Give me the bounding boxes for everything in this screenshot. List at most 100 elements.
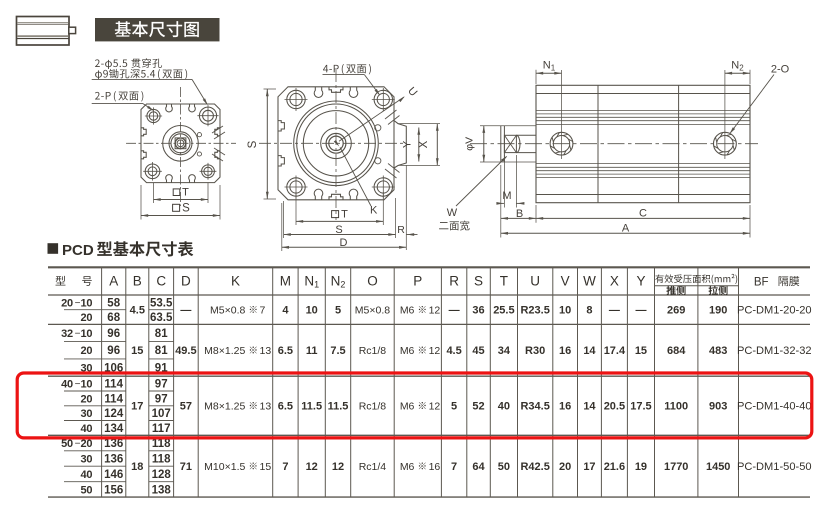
svg-text:483: 483 (709, 345, 727, 357)
svg-text:U: U (530, 274, 540, 289)
svg-text:17.4: 17.4 (604, 345, 626, 357)
svg-text:118: 118 (152, 453, 171, 465)
svg-text:N2: N2 (331, 274, 346, 290)
svg-text:5: 5 (451, 401, 457, 413)
svg-text:45: 45 (472, 345, 484, 357)
svg-text:53.5: 53.5 (150, 297, 173, 309)
svg-text:X: X (418, 140, 430, 148)
svg-text:M6: M6 (400, 401, 415, 413)
svg-text:97: 97 (155, 393, 168, 405)
svg-text:V: V (561, 274, 570, 289)
svg-text:B: B (516, 208, 523, 220)
svg-text:R: R (397, 224, 405, 236)
svg-text:17: 17 (583, 461, 595, 473)
svg-text:81: 81 (155, 328, 168, 340)
svg-text:128: 128 (152, 469, 172, 481)
svg-text:190: 190 (709, 305, 727, 317)
svg-text:17: 17 (131, 401, 143, 413)
svg-text:5: 5 (335, 305, 341, 317)
svg-text:N1: N1 (543, 60, 556, 73)
svg-text:117: 117 (152, 423, 171, 435)
svg-text:K: K (370, 205, 378, 217)
svg-text:R30: R30 (525, 345, 545, 357)
svg-text:M5×0.8: M5×0.8 (210, 305, 245, 317)
svg-text:20: 20 (81, 312, 93, 324)
svg-text:269: 269 (667, 305, 685, 317)
svg-text:M6: M6 (400, 305, 415, 317)
svg-text:68: 68 (107, 312, 120, 324)
svg-text:19: 19 (635, 461, 647, 473)
svg-text:R23.5: R23.5 (520, 305, 549, 317)
svg-text:97: 97 (155, 379, 168, 391)
svg-text:7.5: 7.5 (330, 345, 345, 357)
svg-text:12: 12 (306, 461, 318, 473)
svg-text:20: 20 (81, 345, 93, 357)
svg-text:−: − (75, 438, 81, 449)
svg-text:S: S (247, 140, 259, 148)
svg-text:PC-DM1-32-32: PC-DM1-32-32 (737, 345, 812, 357)
svg-text:11.5: 11.5 (301, 401, 322, 413)
svg-text:2-O: 2-O (771, 64, 790, 76)
svg-text:7: 7 (451, 461, 457, 473)
svg-text:21.6: 21.6 (604, 461, 625, 473)
svg-text:13: 13 (260, 345, 272, 357)
svg-text:134: 134 (104, 423, 124, 435)
svg-text:64: 64 (472, 461, 485, 473)
svg-text:7: 7 (282, 461, 288, 473)
svg-text:4: 4 (282, 305, 289, 317)
svg-text:Rc1/4: Rc1/4 (359, 461, 387, 473)
svg-text:71: 71 (180, 461, 192, 473)
svg-text:10: 10 (81, 297, 93, 309)
svg-text:S: S (335, 224, 342, 236)
svg-text:30: 30 (81, 408, 93, 420)
svg-text:4.5: 4.5 (446, 345, 461, 357)
svg-text:10: 10 (559, 305, 571, 317)
svg-text:16: 16 (559, 401, 571, 413)
svg-text:136: 136 (104, 453, 123, 465)
svg-text:12: 12 (429, 401, 441, 413)
svg-text:49.5: 49.5 (175, 345, 196, 357)
svg-text:−: − (75, 379, 81, 390)
svg-text:Rc1/8: Rc1/8 (359, 401, 387, 413)
svg-text:10: 10 (306, 305, 318, 317)
svg-text:96: 96 (107, 345, 120, 357)
svg-text:30: 30 (81, 453, 93, 465)
svg-text:M6: M6 (400, 345, 415, 357)
svg-text:B: B (133, 274, 142, 289)
svg-text:107: 107 (152, 408, 171, 420)
svg-text:40: 40 (81, 423, 93, 435)
svg-text:PC-DM1-50-50: PC-DM1-50-50 (737, 461, 812, 473)
svg-text:52: 52 (472, 401, 484, 413)
svg-text:13: 13 (260, 401, 272, 413)
svg-text:M5×0.8: M5×0.8 (355, 305, 390, 317)
svg-text:14: 14 (583, 401, 596, 413)
svg-text:Y: Y (401, 140, 413, 148)
svg-text:D: D (340, 237, 348, 249)
svg-text:—: — (609, 305, 620, 317)
svg-text:4.5: 4.5 (130, 305, 145, 317)
svg-text:M8×1.25: M8×1.25 (204, 401, 245, 413)
svg-text:6.5: 6.5 (278, 345, 293, 357)
svg-text:A: A (109, 274, 118, 289)
svg-text:S: S (182, 202, 190, 214)
svg-text:Rc1/8: Rc1/8 (359, 345, 387, 357)
svg-text:50: 50 (81, 484, 93, 496)
svg-text:PC-DM1-20-20: PC-DM1-20-20 (737, 305, 812, 317)
svg-text:57: 57 (180, 401, 192, 413)
svg-text:N2: N2 (731, 60, 744, 73)
svg-text:63.5: 63.5 (150, 312, 173, 324)
svg-text:U: U (405, 85, 419, 99)
svg-text:8: 8 (586, 305, 592, 317)
svg-text:15: 15 (635, 345, 647, 357)
svg-text:12: 12 (429, 305, 441, 317)
svg-text:15: 15 (131, 345, 143, 357)
svg-text:PCD: PCD (62, 242, 94, 259)
svg-text:1450: 1450 (706, 461, 730, 473)
svg-text:11.5: 11.5 (328, 401, 349, 413)
svg-text:15: 15 (260, 461, 272, 473)
svg-text:10: 10 (81, 379, 93, 391)
svg-text:—: — (449, 305, 460, 317)
svg-text:118: 118 (152, 438, 171, 450)
svg-text:124: 124 (104, 408, 124, 420)
svg-text:20: 20 (61, 297, 73, 309)
